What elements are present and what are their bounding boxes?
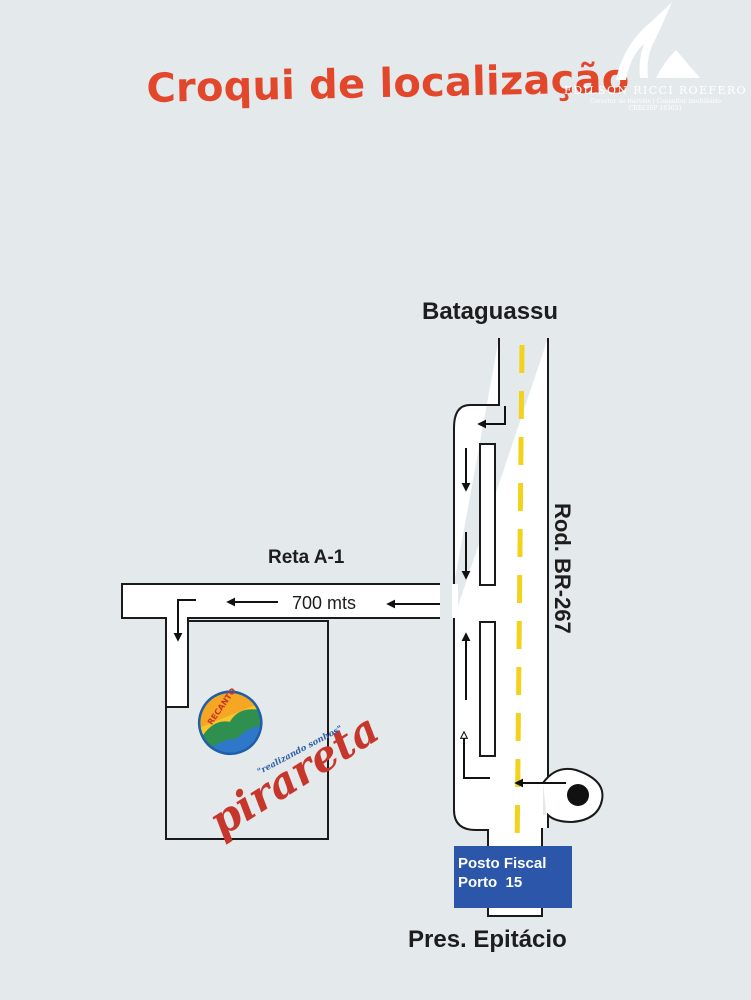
watermark-registration: CRECISP 183631 [628,105,683,112]
median-north [479,443,496,586]
watermark-name: EDILSON RICCI ROEFERO [563,84,748,97]
posto-line1: Posto Fiscal [458,855,547,872]
arrow-up-open [464,735,490,779]
posto-line2: Porto 15 [458,874,523,891]
property-lot [165,620,329,840]
arrow-uturn-top [477,406,506,429]
label-reta-a1: Reta A-1 [268,547,345,568]
label-distance: 700 mts [292,593,357,613]
watermark: EDILSON RICCI ROEFERO Corretor de imóvei… [560,0,751,120]
arrow-turn-lot [173,599,196,642]
roundabout-center [567,784,589,806]
label-bataguassu: Bataguassu [422,298,559,325]
watermark-subtitle: Corretor de imóveis | Consultor imobiliá… [589,98,722,105]
center-line [514,344,525,859]
label-highway: Rod. BR-267 [550,503,575,634]
direction-arrows [173,406,566,788]
median-south [479,621,496,757]
posto-fiscal-sign: Posto Fiscal Porto 15 [454,846,572,908]
side-road-reta-a1 [121,583,440,708]
label-pres-epitacio: Pres. Epitácio [408,926,567,953]
highway-br267 [454,338,548,916]
watermark-logo-icon [616,2,700,80]
